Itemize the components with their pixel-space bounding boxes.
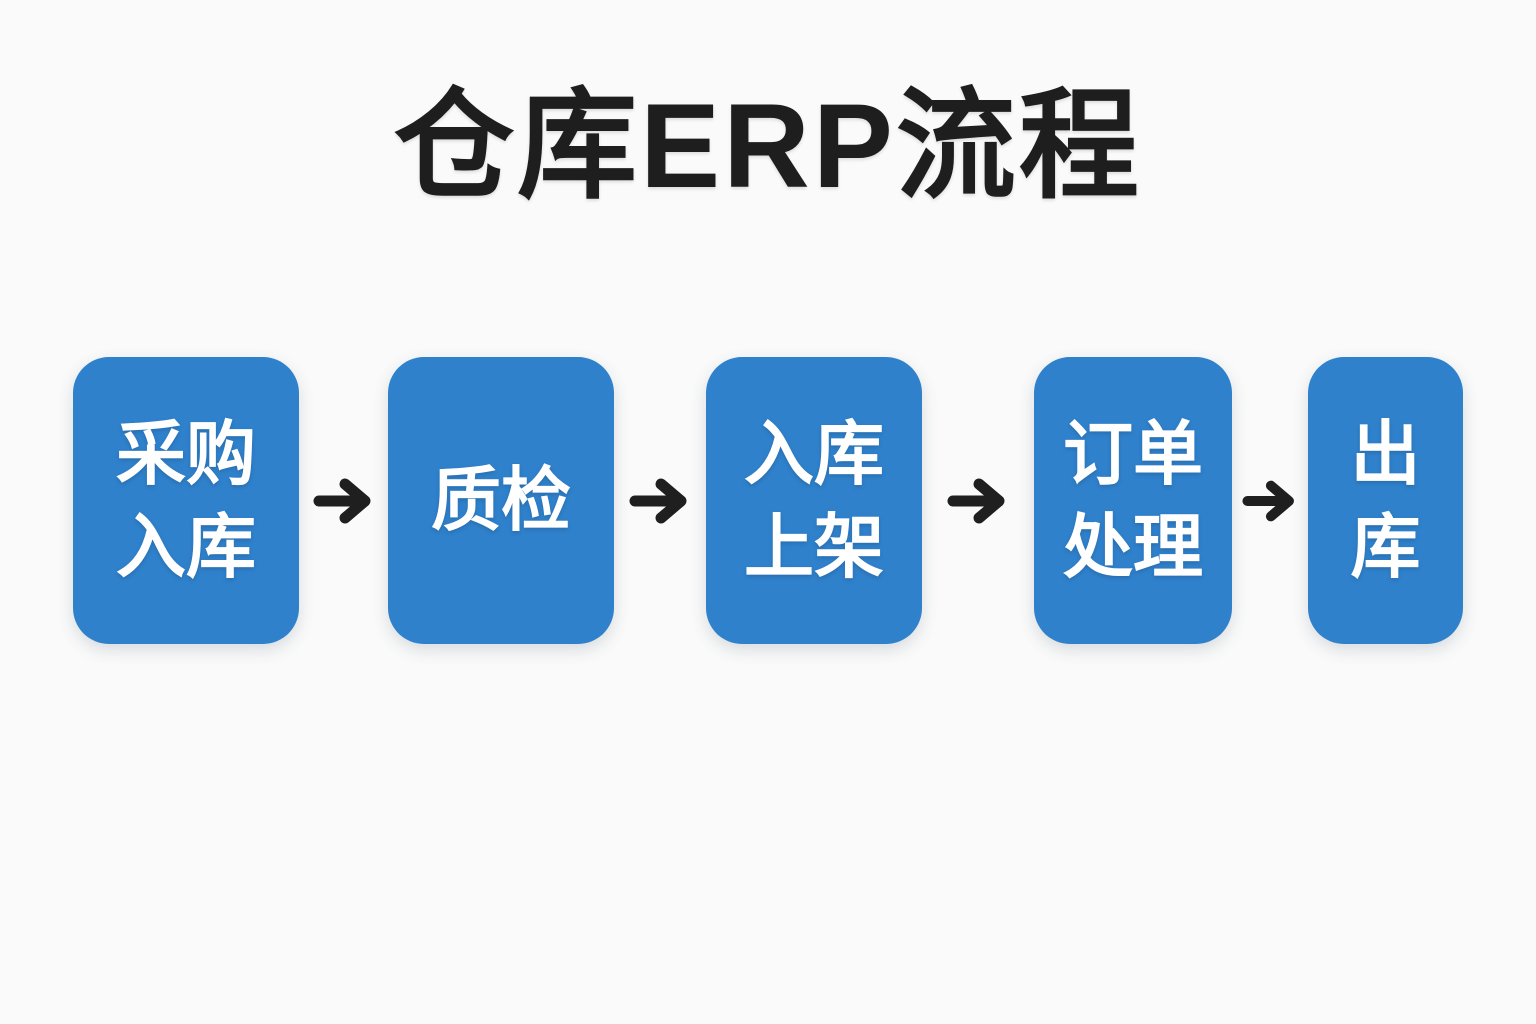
step-label-line: 质检 [431,461,571,540]
flow-step-purchase-inbound: 采购 入库 [73,357,299,644]
step-label-line: 上架 [744,507,884,586]
step-label-line: 入库 [744,415,884,494]
flow-connector [614,357,706,644]
step-label-line: 处理 [1063,507,1203,586]
flow-step-quality-inspection: 质检 [388,357,614,644]
flow-step-inbound-shelving: 入库 上架 [706,357,922,644]
arrow-right-icon [1242,480,1294,521]
step-label-line: 出 [1350,415,1421,494]
step-label-line: 采购 [116,415,256,494]
arrow-right-icon [629,478,687,523]
step-label-line: 入库 [116,507,256,586]
step-label-line: 订单 [1063,415,1203,494]
process-flow: 采购 入库 质检 入库 上架 [0,357,1536,644]
page-title: 仓库ERP流程 [394,79,1142,213]
flow-step-outbound: 出 库 [1308,357,1463,644]
flow-connector [1232,357,1308,644]
flow-connector [299,357,388,644]
arrow-right-icon [313,478,370,523]
flow-step-order-processing: 订单 处理 [1034,357,1232,644]
step-label-line: 库 [1350,507,1421,586]
flow-connector [922,357,1034,644]
arrow-right-icon [947,478,1005,523]
